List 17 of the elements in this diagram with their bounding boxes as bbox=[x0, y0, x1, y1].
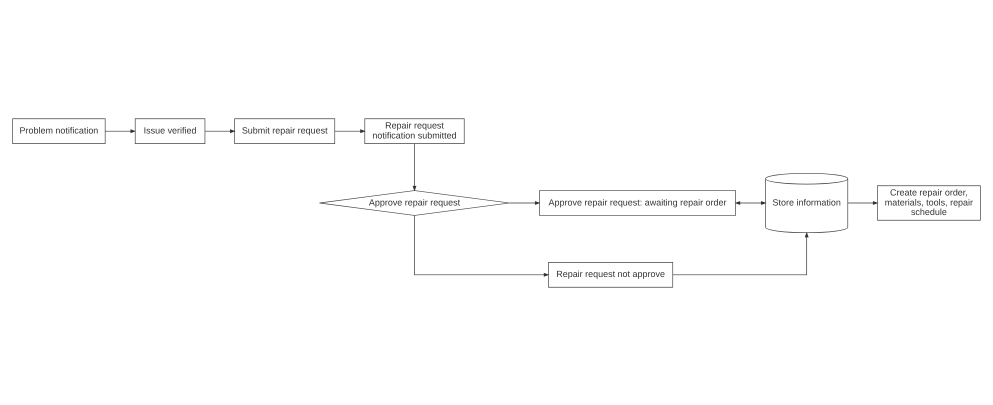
arrow bbox=[414, 214, 550, 276]
node-box: Issue verified bbox=[134, 118, 206, 144]
node-box: Approve repair request: awaiting repair order bbox=[539, 190, 736, 216]
arrow bbox=[734, 200, 766, 204]
arrow bbox=[105, 128, 136, 133]
arrow bbox=[204, 128, 236, 133]
arrow bbox=[672, 231, 809, 275]
node-diamond: Approve repair request bbox=[319, 190, 510, 216]
node-box: Repair request not approve bbox=[548, 262, 674, 288]
node-box: Create repair order, materials, tools, repair schedule bbox=[877, 184, 981, 220]
node-box: Repair request notification submitted bbox=[364, 118, 465, 144]
arrow bbox=[334, 128, 366, 133]
arrow bbox=[509, 200, 540, 204]
node-box: Problem notification bbox=[12, 118, 106, 144]
node-box: Submit repair request bbox=[234, 118, 336, 144]
arrow bbox=[412, 142, 416, 191]
arrow bbox=[848, 200, 878, 204]
